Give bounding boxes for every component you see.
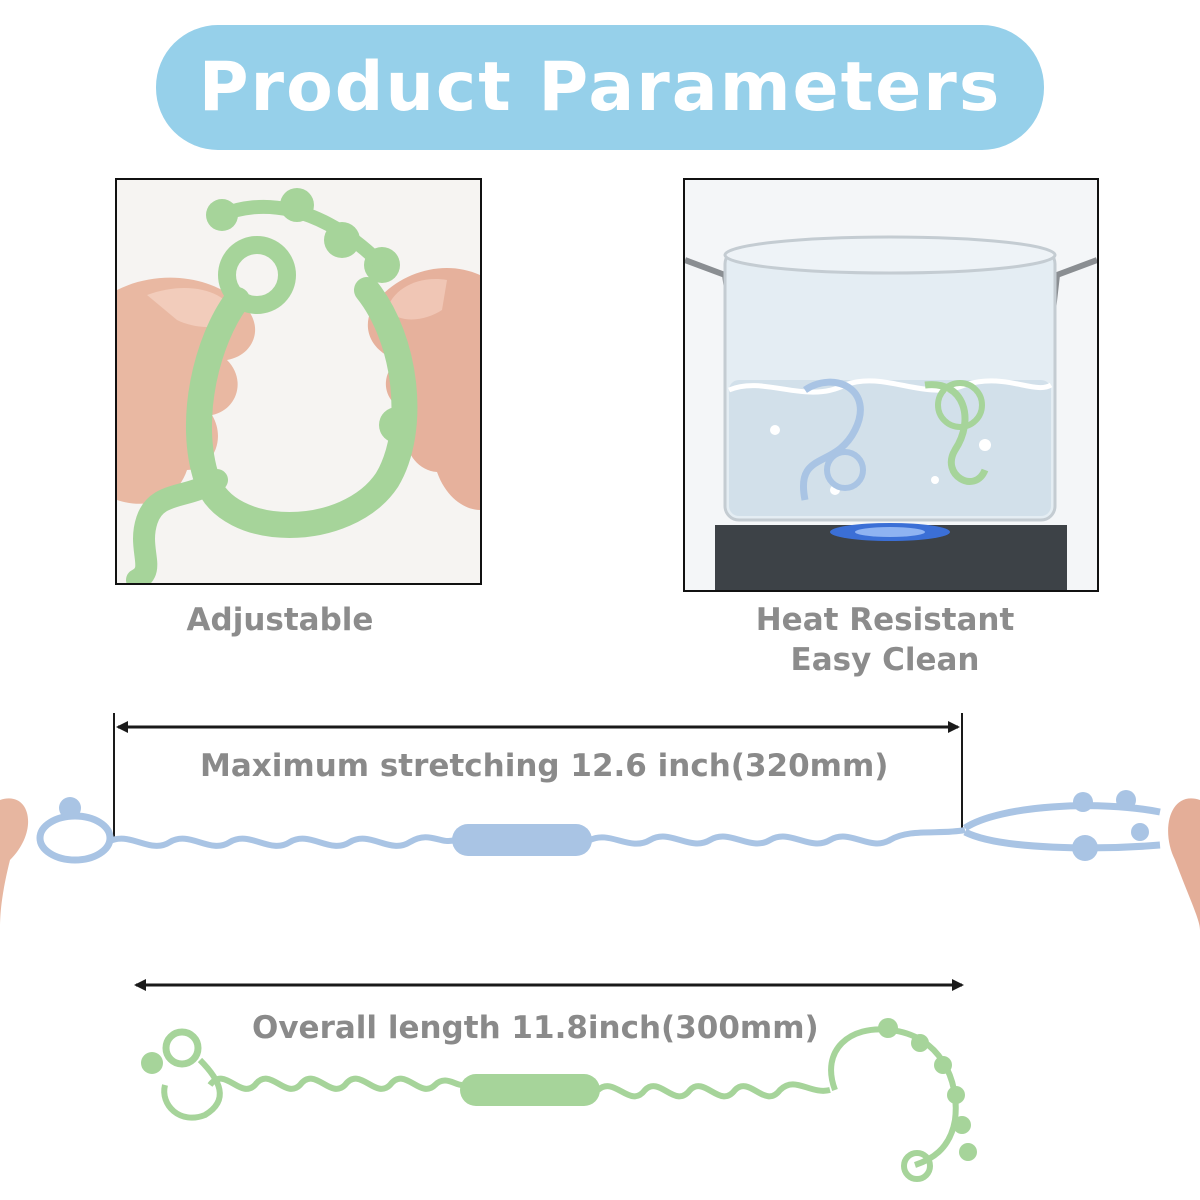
easy-clean-caption: Easy Clean [790, 642, 980, 678]
adjustable-caption: Adjustable [186, 602, 374, 638]
boiling-pot-illustration [685, 180, 1097, 590]
adjustable-illustration [117, 180, 480, 583]
max-stretch-dimension [113, 713, 963, 840]
heat-resistant-caption: Heat Resistant [755, 602, 1015, 638]
title-banner: Product Parameters [156, 25, 1044, 150]
banner-title: Product Parameters [198, 48, 1002, 127]
overall-length-label: Overall length 11.8inch(300mm) [252, 1010, 819, 1046]
blue-strap-stretched [0, 790, 1200, 930]
max-stretch-label: Maximum stretching 12.6 inch(320mm) [200, 748, 889, 784]
heat-resistant-photo [683, 178, 1099, 592]
adjustable-photo [115, 178, 482, 585]
green-strap-relaxed [141, 1018, 977, 1182]
